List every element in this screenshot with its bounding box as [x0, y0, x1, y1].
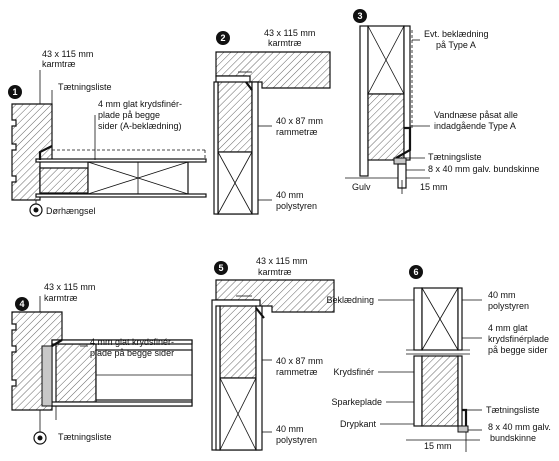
detail-1-number: 1: [8, 85, 22, 99]
detail-3-number: 3: [353, 9, 367, 23]
door-rail: [39, 167, 89, 194]
detail-4-plywood-label: 4 mm glat krydsfinér-plade på begge side…: [90, 337, 174, 358]
svg-text:5: 5: [218, 263, 223, 273]
detail-5-number: 5: [214, 261, 228, 275]
svg-text:3: 3: [357, 11, 362, 21]
detail-6-gap-label: 15 mm: [424, 441, 452, 451]
detail-6-plywood-label: Krydsfinér: [333, 367, 374, 377]
detail-4-number: 4: [15, 297, 29, 311]
detail-3-seal-label: Tætningsliste: [428, 152, 482, 162]
svg-text:6: 6: [413, 267, 418, 277]
detail-3-floor-label: Gulv: [352, 182, 371, 192]
svg-text:2: 2: [220, 33, 225, 43]
detail-3-rail-label: 8 x 40 mm galv. bundskinne: [428, 164, 539, 174]
svg-text:1: 1: [12, 87, 17, 97]
detail-6-drip-label: Drypkant: [340, 419, 377, 429]
detail-6-number: 6: [409, 265, 423, 279]
detail-6-sparkeplade-label: Sparkeplade: [331, 397, 382, 407]
detail-6-cladding-label: Beklædning: [326, 295, 374, 305]
detail-4-seal-label: Tætningsliste: [58, 432, 112, 442]
detail-1-seal-label: Tætningsliste: [58, 82, 112, 92]
detail-2-number: 2: [216, 31, 230, 45]
detail-1-hinge-label: Dørhængsel: [46, 206, 96, 216]
detail-6-rail-label: 8 x 40 mm galv.bundskinne: [488, 422, 551, 443]
svg-text:4: 4: [19, 299, 24, 309]
detail-6-seal-label: Tætningsliste: [486, 405, 540, 415]
detail-3-gap-label: 15 mm: [420, 182, 448, 192]
